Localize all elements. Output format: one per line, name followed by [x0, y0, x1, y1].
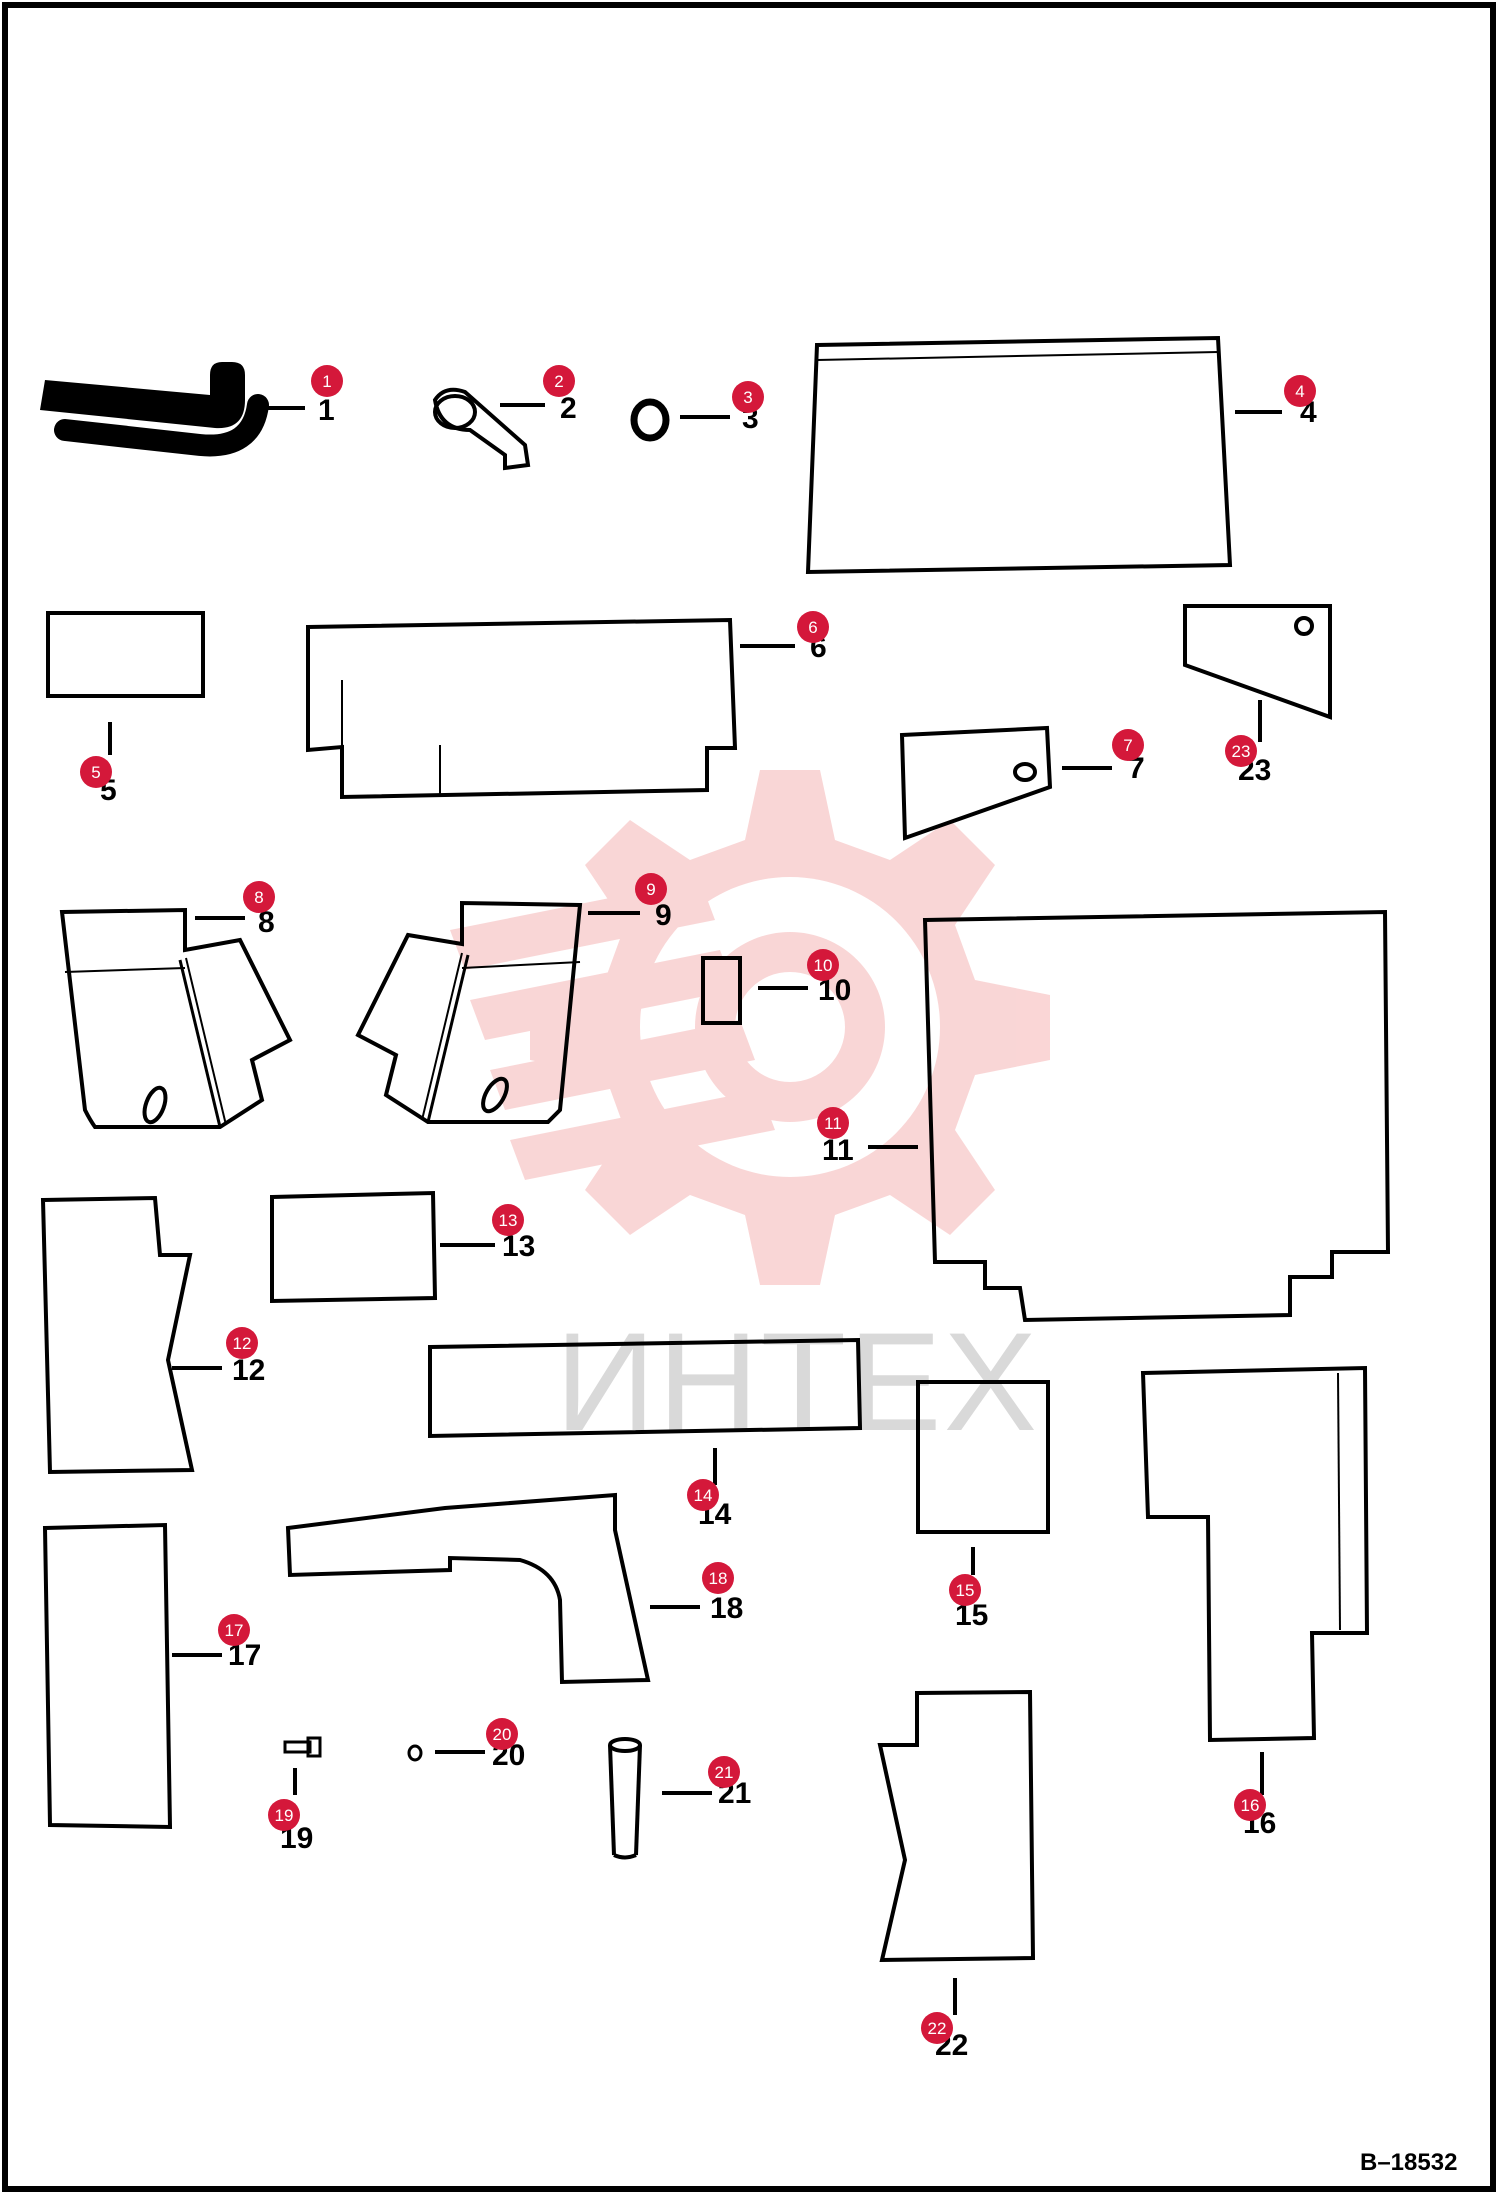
- part-label-1: 1: [318, 394, 335, 427]
- svg-text:14: 14: [694, 1486, 713, 1505]
- callout-9[interactable]: 9: [635, 873, 667, 905]
- svg-text:3: 3: [743, 388, 752, 407]
- callout-8[interactable]: 8: [243, 881, 275, 913]
- part-label-18: 18: [710, 1592, 743, 1625]
- part-5-pad: [46, 611, 205, 755]
- svg-text:13: 13: [499, 1211, 518, 1230]
- callout-21[interactable]: 21: [708, 1756, 740, 1788]
- svg-text:21: 21: [715, 1763, 734, 1782]
- part-label-9: 9: [655, 899, 672, 932]
- part-18-panel: [285, 1492, 700, 1685]
- svg-text:23: 23: [1232, 742, 1251, 761]
- callout-10[interactable]: 10: [807, 949, 839, 981]
- svg-text:16: 16: [1241, 1796, 1260, 1815]
- part-11-panel: [868, 909, 1391, 1323]
- part-20-nut: [407, 1744, 485, 1762]
- part-12-panel: [40, 1195, 222, 1475]
- callout-3[interactable]: 3: [732, 381, 764, 413]
- part-10-pad: [701, 956, 808, 1025]
- svg-text:19: 19: [275, 1806, 294, 1825]
- callout-14[interactable]: 14: [687, 1479, 719, 1511]
- svg-text:17: 17: [225, 1621, 244, 1640]
- svg-text:18: 18: [709, 1569, 728, 1588]
- callout-1[interactable]: 1: [311, 365, 343, 397]
- part-16-panel: [1140, 1365, 1370, 1795]
- part-14-strip: [428, 1337, 863, 1485]
- part-15-pad: [916, 1380, 1050, 1575]
- callout-23[interactable]: 23: [1225, 735, 1257, 767]
- part-3-grommet: [630, 398, 730, 442]
- callout-11[interactable]: 11: [817, 1107, 849, 1139]
- callout-20[interactable]: 20: [486, 1718, 518, 1750]
- part-17-panel: [42, 1522, 222, 1830]
- part-13-pad: [270, 1190, 495, 1304]
- callout-badges[interactable]: 1 2 3 4 5 6 7 23 8 9 10 11 12 13 14 15 1…: [80, 365, 1316, 2044]
- part-7-plate: [899, 725, 1112, 841]
- callout-12[interactable]: 12: [226, 1327, 258, 1359]
- part-label-11: 11: [822, 1134, 854, 1167]
- svg-text:1: 1: [322, 372, 331, 391]
- svg-text:7: 7: [1123, 736, 1132, 755]
- svg-text:22: 22: [928, 2019, 947, 2038]
- callout-4[interactable]: 4: [1284, 375, 1316, 407]
- part-8-shield: [59, 907, 293, 1129]
- svg-text:6: 6: [808, 618, 817, 637]
- watermark-logo: [450, 770, 1050, 1285]
- svg-text:4: 4: [1295, 382, 1304, 401]
- callout-13[interactable]: 13: [492, 1204, 524, 1236]
- part-label-8: 8: [258, 906, 275, 939]
- callout-7[interactable]: 7: [1112, 729, 1144, 761]
- part-label-12: 12: [232, 1354, 265, 1387]
- svg-text:5: 5: [91, 763, 100, 782]
- svg-text:11: 11: [824, 1114, 842, 1133]
- svg-text:15: 15: [956, 1581, 975, 1600]
- part-21-pin: [608, 1737, 712, 1860]
- callout-16[interactable]: 16: [1234, 1789, 1266, 1821]
- part-1-hose: [40, 362, 305, 457]
- svg-text:8: 8: [254, 888, 263, 907]
- part-6-panel: [306, 617, 795, 800]
- callout-2[interactable]: 2: [543, 365, 575, 397]
- part-23-plate: [1183, 604, 1332, 742]
- svg-text:2: 2: [554, 372, 563, 391]
- callout-5[interactable]: 5: [80, 756, 112, 788]
- svg-text:20: 20: [493, 1725, 512, 1744]
- part-19-bolt: [283, 1736, 322, 1795]
- drawing-id: B–18532: [1360, 2149, 1457, 2176]
- part-label-2: 2: [560, 392, 577, 425]
- callout-6[interactable]: 6: [797, 611, 829, 643]
- part-4-panel: [805, 335, 1282, 575]
- svg-text:9: 9: [646, 880, 655, 899]
- callout-15[interactable]: 15: [949, 1574, 981, 1606]
- callout-19[interactable]: 19: [268, 1799, 300, 1831]
- callout-18[interactable]: 18: [702, 1562, 734, 1594]
- part-9-shield: [355, 900, 640, 1124]
- callout-17[interactable]: 17: [218, 1614, 250, 1646]
- callout-22[interactable]: 22: [921, 2012, 953, 2044]
- part-2-clamp: [432, 387, 545, 471]
- svg-text:10: 10: [814, 956, 833, 975]
- part-22-panel: [877, 1689, 1036, 2015]
- svg-text:12: 12: [233, 1334, 252, 1353]
